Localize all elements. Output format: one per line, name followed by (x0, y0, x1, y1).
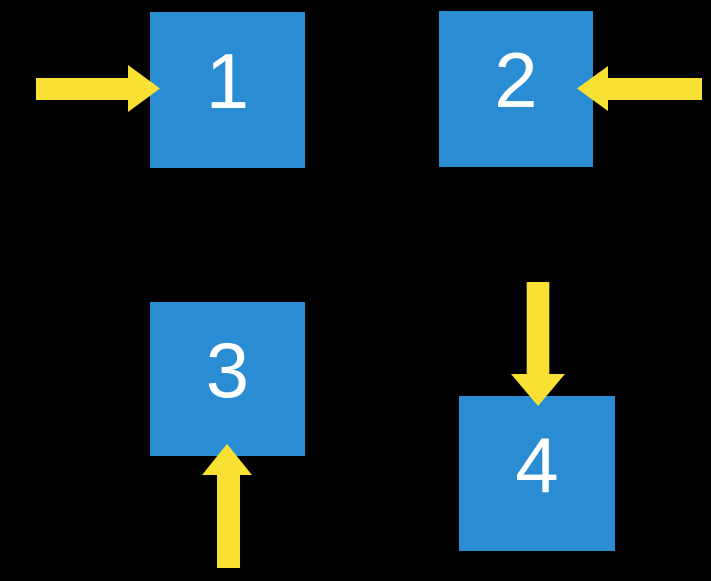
arrow-up-icon (202, 444, 252, 568)
step-box-2: 2 (439, 11, 593, 167)
arrow-right-icon (36, 65, 160, 112)
step-box-3: 3 (150, 302, 305, 456)
step-box-1: 1 (150, 12, 305, 168)
arrow-left-icon (577, 66, 702, 111)
box-label: 4 (515, 420, 559, 509)
arrow-down-icon (511, 282, 565, 406)
box-label: 2 (494, 36, 538, 124)
box-label: 1 (205, 37, 250, 125)
box-label: 3 (205, 326, 250, 414)
step-box-4: 4 (459, 396, 615, 551)
